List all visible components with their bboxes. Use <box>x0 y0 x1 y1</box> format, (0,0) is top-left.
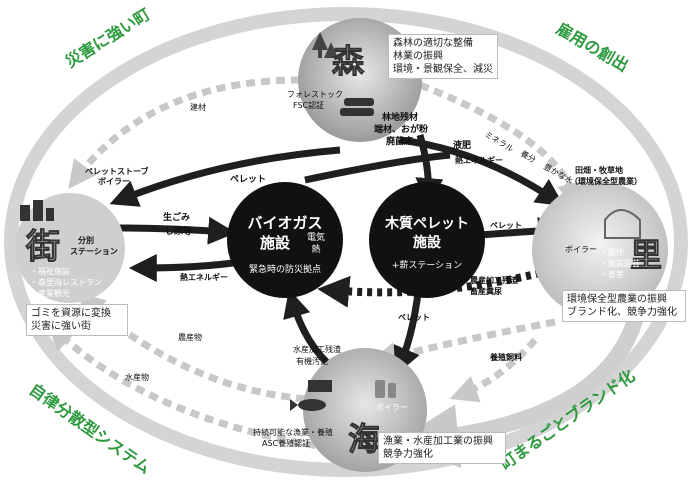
forest-desc-box: 森林の適切な整備 林業の振興 環境・景観保全、減災 <box>388 34 498 79</box>
sea-cert-1: 持続可能な漁業・養殖 <box>253 427 333 437</box>
label-building-material: 建材 <box>190 102 206 112</box>
station-1: 分別 <box>78 235 94 245</box>
village-desc-box: 環境保全型農業の振興 ブランド化、競争力強化 <box>562 290 686 322</box>
greenhouse-icon <box>604 209 641 239</box>
forest-desc-2: 林業の振興 <box>393 51 443 62</box>
forest-kanji: 森 <box>332 42 365 80</box>
fsc-1: フォレストック <box>287 90 343 99</box>
label-agri-residue-1: 農産加工残渣 <box>470 275 519 285</box>
label-pellet-down: ペレット <box>398 313 430 322</box>
town-kanji: 街 <box>25 227 60 267</box>
biogas-title-2: 施設 <box>260 234 291 252</box>
label-minerals-3: 豊かな水 <box>542 161 575 186</box>
label-agri-residue-2: 畜産糞尿 <box>470 286 502 296</box>
outer-ring <box>4 7 688 477</box>
village-label-1: 田畑・牧草地 <box>575 165 623 175</box>
residue-arrow <box>317 264 562 308</box>
pellet-node <box>369 182 485 298</box>
biogas-title-1: バイオガス <box>247 214 322 232</box>
forest-desc-1: 森林の適切な整備 <box>393 38 473 49</box>
label-garbage-1: 生ごみ <box>163 211 190 223</box>
town-list-2: ・森里海レストラン <box>30 277 102 287</box>
label-minerals-2: 養分 <box>519 148 538 165</box>
pellet-sub: +薪ステーション <box>392 259 462 271</box>
sea-boiler: ボイラー <box>376 403 408 412</box>
town-desc-2: 災害に強い街 <box>31 321 91 332</box>
pellet-title-2: 施設 <box>413 234 442 251</box>
forest-tree-icon <box>312 32 338 58</box>
label-pellet-top: ペレット <box>230 174 266 185</box>
station-2: ステーション <box>70 247 118 256</box>
sea-factory-icon <box>308 380 332 392</box>
label-liquid-fertilizer: 液肥 <box>453 139 471 151</box>
gray-dashed-arrows <box>46 76 585 452</box>
residue-3: 廃菌床 <box>386 135 414 147</box>
label-heat-left: 熱エネルギー <box>180 272 228 282</box>
sea-desc-box: 漁業・水産加工業の振興 競争力強化 <box>378 432 506 464</box>
village-boiler: ボイラー <box>565 245 597 254</box>
biogas-power-2: 熱 <box>311 243 320 255</box>
label-seafood-residue-2: 有機汚泥 <box>296 356 328 366</box>
town-desc-1: ゴミを資源に変換 <box>31 308 111 319</box>
forest-desc-3: 環境・景観保全、減災 <box>393 64 493 75</box>
village-desc-2: ブランド化、競争力強化 <box>567 307 677 318</box>
town-list-3: ・産業観光 <box>30 288 70 298</box>
village-list-3: ・畜産 <box>600 269 624 279</box>
boiler-tank-icon <box>375 380 396 398</box>
label-heat-top: 熱エネルギー <box>455 155 503 165</box>
town-list-1: ・福祉施設 <box>30 266 70 276</box>
stove-1: ペレットストーブ <box>85 166 149 176</box>
biogas-power-1: 電気 <box>307 231 325 243</box>
biogas-node <box>227 182 343 298</box>
sea-desc-2: 競争力強化 <box>383 449 433 460</box>
label-garbage-2: し尿等 <box>165 225 192 237</box>
residue-1: 林地残材 <box>382 111 418 123</box>
label-minerals-1: ミネラル <box>483 130 515 154</box>
residue-2: 端材、おが粉 <box>374 123 428 135</box>
sea-desc-1: 漁業・水産加工業の振興 <box>383 436 493 447</box>
sea-cert-2: ASC養殖認証 <box>262 438 310 448</box>
fsc-2: FSC認証 <box>293 100 324 110</box>
town-building-icon <box>20 200 54 221</box>
label-seafood-residue-1: 水産加工残渣 <box>293 344 341 354</box>
village-list-2: ・施設園芸 <box>600 258 640 268</box>
pellet-title-1: 木質ペレット <box>384 215 469 232</box>
village-list-1: ・稲作 <box>600 247 624 257</box>
biogas-sub: 緊急時の防災拠点 <box>249 263 321 275</box>
label-pellet-right: ペレット <box>490 221 522 230</box>
label-agri-product: 農産物 <box>178 332 202 342</box>
wood-log-icon <box>340 98 374 116</box>
town-desc-box: ゴミを資源に変換 災害に強い街 <box>26 304 128 336</box>
stove-2: ボイラー <box>98 176 130 186</box>
sea-kanji: 海 <box>348 420 380 458</box>
village-kanji: 里 <box>630 236 662 274</box>
label-feed: 養殖飼料 <box>489 352 522 362</box>
village-desc-1: 環境保全型農業の振興 <box>567 294 667 305</box>
fish-icon <box>290 399 326 411</box>
label-seafood: 水産物 <box>125 372 149 382</box>
village-label-2: （環境保全型農業） <box>570 176 642 186</box>
